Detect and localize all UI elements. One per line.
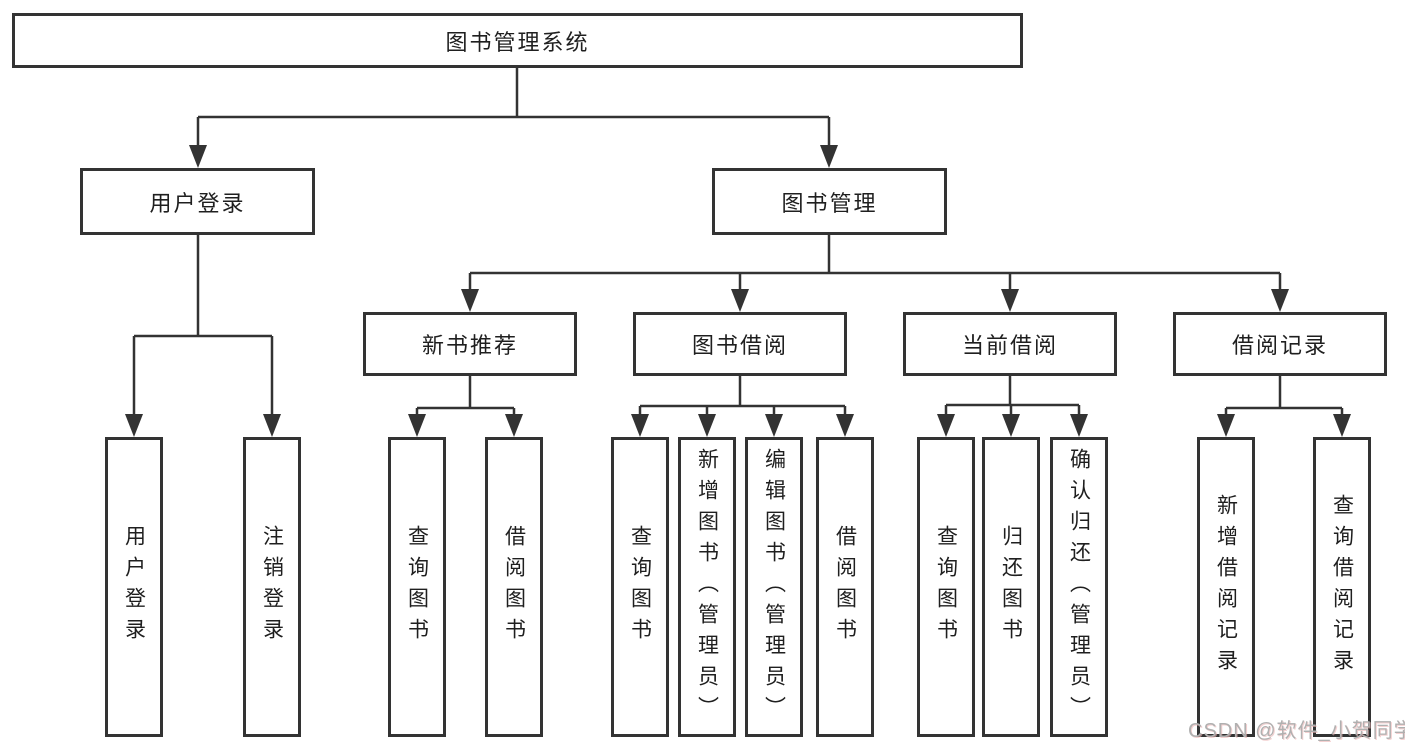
leaf-newbook-borrow-books: 借阅图书	[485, 437, 543, 737]
leaf-user-login: 用户登录	[105, 437, 163, 737]
leaf-current-return-books: 归还图书	[982, 437, 1040, 737]
leaf-current-query-books: 查询图书	[917, 437, 975, 737]
node-borrow-records: 借阅记录	[1173, 312, 1387, 376]
leaf-records-query-record: 查询借阅记录	[1313, 437, 1371, 737]
watermark: CSDN @软件_小贺同学	[1188, 720, 1405, 742]
leaf-current-confirm-return-admin: 确认归还（管理员）	[1050, 437, 1108, 737]
node-new-book-recommend: 新书推荐	[363, 312, 577, 376]
node-root: 图书管理系统	[12, 13, 1023, 68]
leaf-borrowing-borrow-books: 借阅图书	[816, 437, 874, 737]
leaf-borrowing-query-books: 查询图书	[611, 437, 669, 737]
node-book-borrowing: 图书借阅	[633, 312, 847, 376]
leaf-records-add-record: 新增借阅记录	[1197, 437, 1255, 737]
leaf-logout-login: 注销登录	[243, 437, 301, 737]
leaf-newbook-query-books: 查询图书	[388, 437, 446, 737]
leaf-borrowing-edit-books-admin: 编辑图书（管理员）	[745, 437, 803, 737]
node-book-management: 图书管理	[712, 168, 947, 235]
node-user-login: 用户登录	[80, 168, 315, 235]
node-current-borrowing: 当前借阅	[903, 312, 1117, 376]
leaf-borrowing-add-books-admin: 新增图书（管理员）	[678, 437, 736, 737]
